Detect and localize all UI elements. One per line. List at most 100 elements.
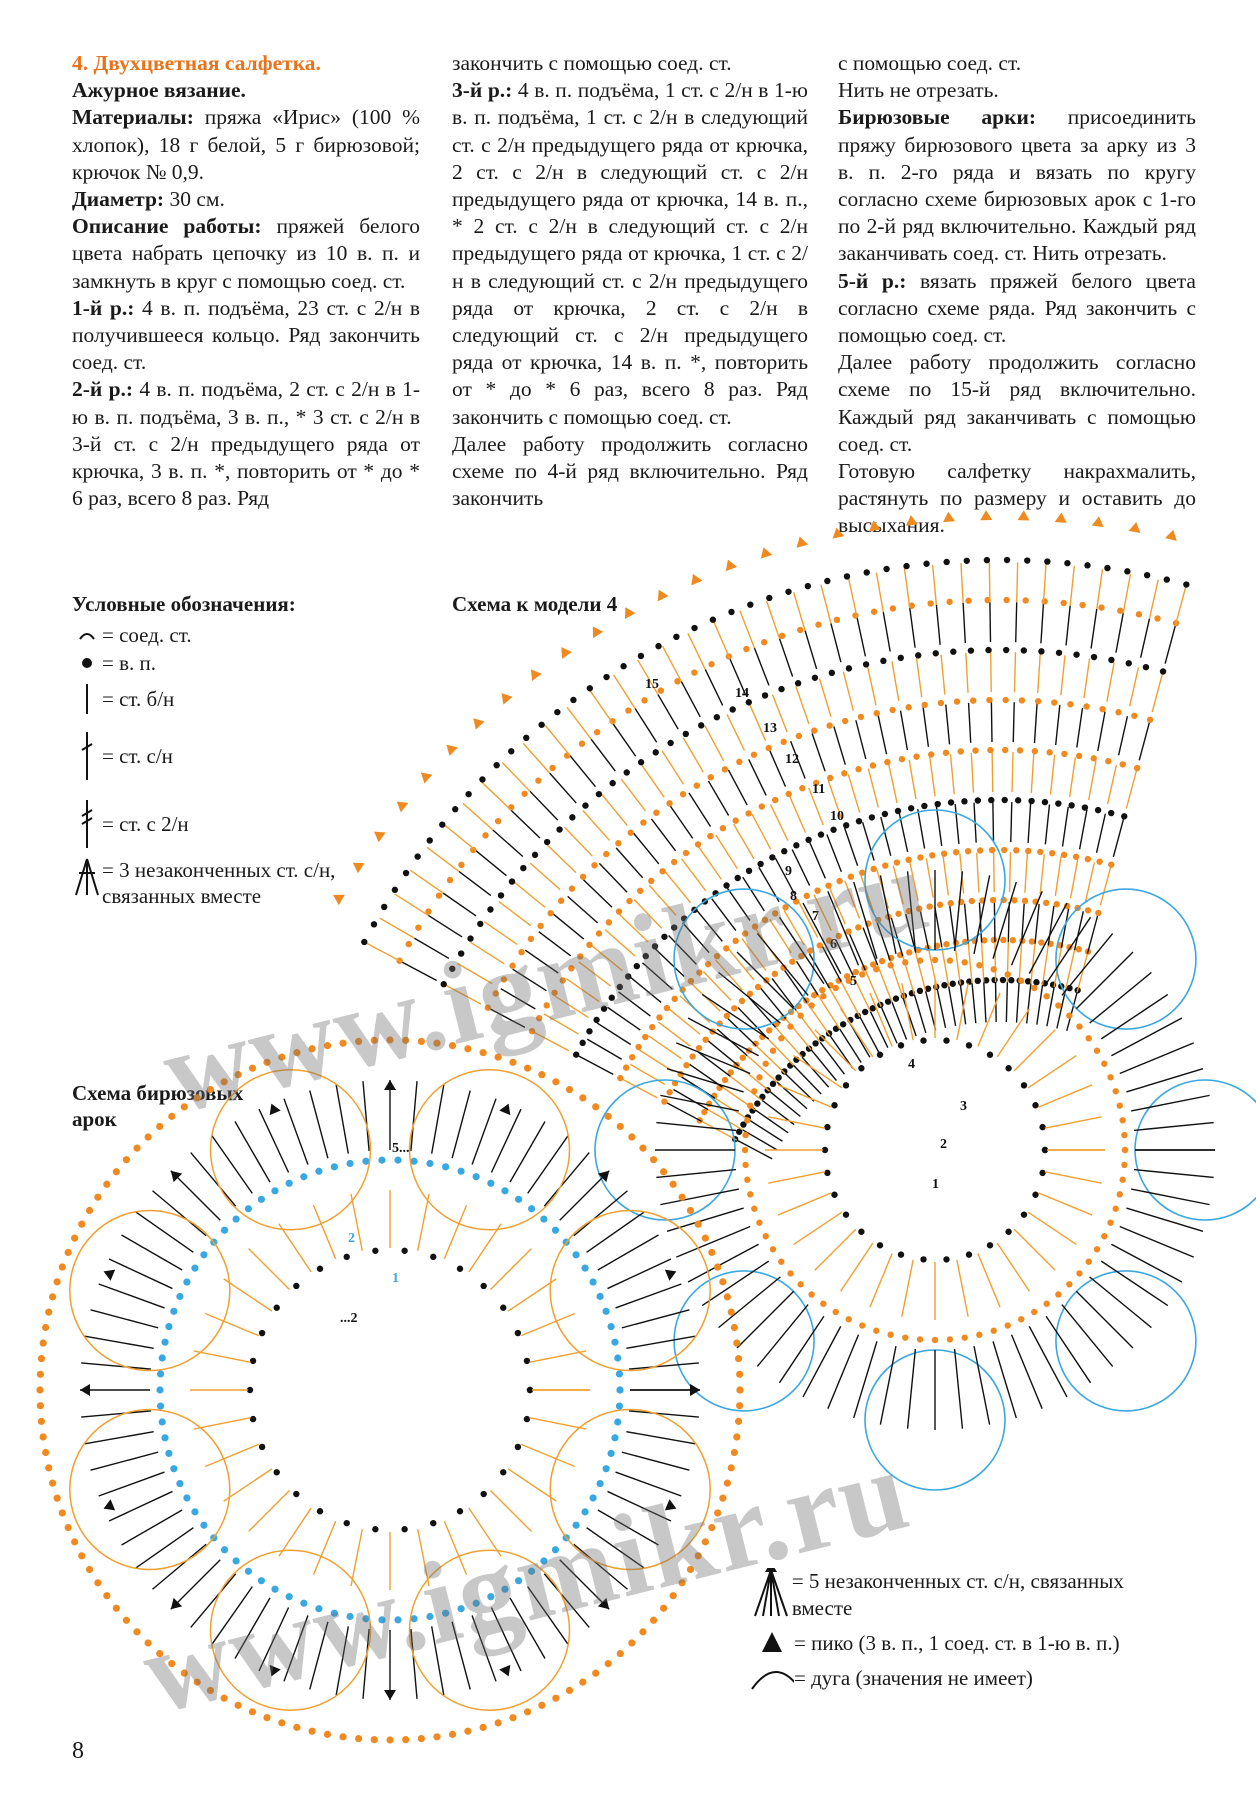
right-circle-star-dot bbox=[744, 1176, 751, 1183]
fan-stitch bbox=[538, 931, 572, 957]
left-circle-turquoise-dot bbox=[244, 1567, 252, 1575]
fan-stitch bbox=[427, 914, 463, 938]
left-circle-orange-arc bbox=[209, 1069, 372, 1231]
fan-chain-dot bbox=[987, 746, 994, 754]
left-circle-turquoise-dot bbox=[501, 1187, 509, 1195]
fan-chain-dot bbox=[535, 777, 542, 784]
left-circle-turquoise-dot bbox=[158, 1354, 166, 1362]
fan-stitch bbox=[445, 984, 482, 1005]
left-circle-outer-stitch bbox=[597, 1234, 659, 1271]
fan-stitch bbox=[682, 737, 704, 773]
fan-chain-dot bbox=[861, 1008, 869, 1016]
right-circle-outer-stitch bbox=[879, 875, 897, 954]
left-circle-turquoise-dot bbox=[602, 1307, 610, 1315]
fan-stitch bbox=[949, 905, 956, 946]
left-circle-turquoise-dot bbox=[572, 1521, 580, 1529]
fan-row-number: 5 bbox=[850, 974, 857, 989]
left-circle-stitch bbox=[468, 1223, 502, 1273]
fan-stitch bbox=[632, 832, 660, 865]
fan-stitch bbox=[726, 1017, 757, 1047]
right-circle-chain-dot bbox=[986, 1242, 994, 1249]
right-circle-chain-dot bbox=[965, 1251, 973, 1258]
fan-chain-dot bbox=[807, 947, 814, 954]
fan-chain-dot bbox=[1049, 849, 1056, 857]
fan-chain-dot bbox=[659, 868, 666, 875]
left-circle-picot bbox=[269, 1103, 281, 1116]
left-circle-outer-dot bbox=[53, 1494, 61, 1502]
fan-stitch bbox=[1042, 563, 1047, 604]
left-circle-outer-dot bbox=[85, 1206, 94, 1215]
fan-chain-dot bbox=[570, 696, 577, 704]
left-circle-outer-dot bbox=[234, 1071, 242, 1079]
left-circle-turquoise-dot bbox=[244, 1205, 252, 1213]
right-circle-star-dot bbox=[1055, 1291, 1062, 1298]
fan-chain-dot bbox=[793, 842, 800, 849]
row3-paragraph: 3-й р.: 4 в. п. подъёма, 1 ст. с 2/н в 1… bbox=[452, 78, 808, 429]
fan-stitch bbox=[769, 918, 792, 954]
left-circle-outer-dot bbox=[64, 1248, 72, 1257]
right-circle-star-dot bbox=[1066, 1012, 1073, 1019]
left-circle-outer-stitch bbox=[615, 1283, 682, 1309]
fan-chain-dot bbox=[841, 770, 848, 777]
fan-chain-dot bbox=[845, 928, 852, 935]
fan-chain-dot bbox=[1064, 559, 1071, 567]
fan-chain-dot bbox=[698, 722, 705, 729]
secondary-legend: = 5 незаконченных ст. с/н, связанных вме… bbox=[750, 1568, 1170, 1700]
fan-stitch bbox=[552, 913, 585, 940]
left-circle-turquoise-dot bbox=[572, 1251, 580, 1259]
left-circle-outer-stitch bbox=[471, 1615, 497, 1682]
right-circle-stitch bbox=[768, 1171, 826, 1184]
fan-chain-dot bbox=[1124, 568, 1131, 575]
fan-chain-dot bbox=[731, 1005, 738, 1012]
fan-stitch bbox=[1007, 902, 1011, 943]
right-circle-outer-stitch bbox=[676, 1225, 751, 1258]
fan-chain-dot bbox=[457, 950, 465, 957]
fan-chain-dot bbox=[1159, 668, 1167, 675]
fan-stitch bbox=[774, 857, 795, 894]
fan-stitch bbox=[567, 895, 599, 924]
left-circle-outer-dot bbox=[701, 1234, 709, 1242]
fan-stitch bbox=[738, 1065, 770, 1092]
fan-stitch bbox=[401, 961, 438, 982]
fan-stitch bbox=[591, 944, 623, 972]
left-circle-turquoise-dot bbox=[200, 1521, 208, 1529]
fan-stitch bbox=[867, 768, 879, 808]
right-circle-star-dot bbox=[1116, 1102, 1123, 1109]
fan-stitch bbox=[742, 876, 765, 912]
fan-chain-dot bbox=[740, 1121, 747, 1128]
fan-stitch bbox=[637, 659, 659, 695]
right-circle-chain-dot bbox=[986, 1051, 994, 1058]
fan-chain-dot bbox=[568, 885, 576, 892]
left-circle-outer-stitch bbox=[190, 1152, 237, 1207]
right-circle-outer-stitch bbox=[906, 871, 917, 952]
left-circle-outer-stitch bbox=[121, 1234, 183, 1271]
fan-chain-dot bbox=[1108, 809, 1115, 817]
left-circle-outer-stitch bbox=[626, 1335, 696, 1350]
fan-chain-dot bbox=[805, 1045, 813, 1052]
fan-chain-dot bbox=[974, 797, 982, 804]
fan-stitch bbox=[549, 772, 577, 804]
fan-stitch bbox=[1139, 618, 1151, 658]
fan-chain-dot bbox=[1003, 556, 1011, 564]
fan-stitch bbox=[444, 824, 476, 851]
fan-chain-dot bbox=[921, 802, 928, 810]
right-circle-star-dot bbox=[961, 959, 968, 966]
right-circle-star-dot bbox=[1076, 1270, 1083, 1277]
fan-stitch bbox=[842, 671, 855, 711]
legend2-item-5dc: = 5 незаконченных ст. с/н, связанных вме… bbox=[750, 1568, 1170, 1622]
right-circle-star-dot bbox=[820, 1300, 827, 1307]
left-circle-outer-dot bbox=[433, 1733, 441, 1741]
right-circle-outer-stitch bbox=[1045, 1315, 1092, 1384]
fan-chain-dot bbox=[1094, 806, 1102, 814]
fan-stitch bbox=[989, 602, 992, 643]
fan-chain-dot bbox=[624, 973, 632, 980]
left-circle-outer-stitch bbox=[81, 1410, 151, 1418]
fan-chain-dot bbox=[625, 707, 632, 714]
fan-chain-dot bbox=[482, 832, 489, 839]
left-circle-outer-dot bbox=[42, 1323, 50, 1332]
left-circle-outer-dot bbox=[339, 1733, 347, 1741]
fan-stitch bbox=[737, 1007, 767, 1037]
fan-chain-dot bbox=[769, 854, 776, 861]
left-circle-outer-dot bbox=[678, 1579, 686, 1587]
fan-chain-dot bbox=[370, 921, 378, 928]
